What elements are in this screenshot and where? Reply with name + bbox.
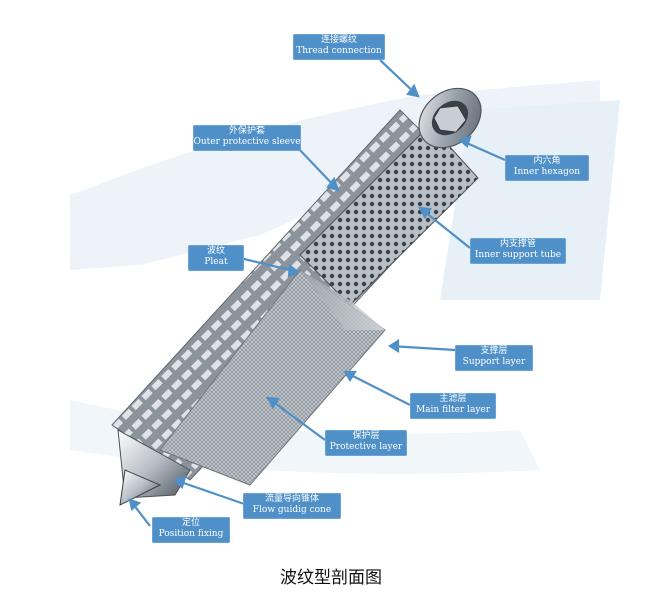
pointer-arrows (128, 59, 506, 527)
flow-guide-cone-shape (117, 429, 191, 506)
inner-support-tube-shape (299, 124, 479, 306)
filter-layers-shape (159, 269, 386, 486)
figure-caption: 波纹型剖面图 (280, 568, 382, 588)
